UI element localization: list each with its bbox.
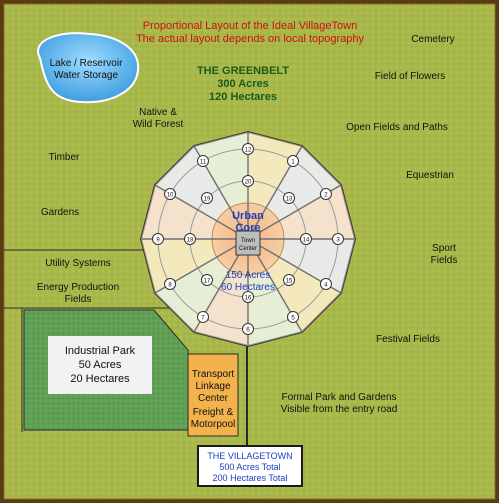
- outer-node-label-4: 4: [324, 283, 328, 289]
- villagetown-box: [197, 445, 303, 487]
- festival-fields-label: Festival Fields: [376, 334, 440, 345]
- villagetown-title: THE VILLAGETOWN: [207, 451, 292, 461]
- lake-label-1: Lake / Reservoir: [50, 58, 123, 69]
- transport-label-1: Transport: [192, 369, 235, 380]
- outer-node-label-11: 11: [200, 160, 207, 166]
- cemetery-label: Cemetery: [411, 34, 454, 45]
- outer-node-label-9: 9: [156, 238, 160, 244]
- industrial-park-label-3: 20 Hectares: [70, 373, 130, 385]
- outer-node-circle-9: [152, 233, 164, 245]
- industrial-park-label-1: Industrial Park: [65, 345, 136, 357]
- equestrian-label: Equestrian: [406, 170, 454, 181]
- freight-label-1: Freight &: [193, 407, 234, 418]
- town-center-label-2: Center: [239, 246, 257, 252]
- transport-label-2: Linkage: [195, 381, 230, 392]
- lake-shape: [37, 32, 140, 104]
- outer-node-label-2: 2: [324, 193, 328, 199]
- inner-node-circle-15: [283, 274, 296, 287]
- outer-node-label-3: 3: [336, 238, 340, 244]
- inner-node-label-19: 19: [204, 196, 211, 202]
- inner-node-label-18: 18: [187, 238, 194, 244]
- greenbelt-acres: 300 Acres: [217, 78, 269, 90]
- urban-core-label-1: Urban: [232, 210, 264, 222]
- inner-node-label-20: 20: [245, 180, 252, 186]
- town-center-box: [235, 230, 261, 256]
- freight-label-2: Motorpool: [191, 419, 235, 430]
- inner-node-circle-18: [184, 233, 196, 245]
- villagetown-hectares: 200 Hectares Total: [213, 473, 288, 483]
- timber-label: Timber: [49, 152, 80, 163]
- outer-node-circle-10: [164, 188, 177, 200]
- outer-node-circle-5: [287, 310, 299, 323]
- outer-node-label-10: 10: [167, 193, 174, 199]
- outer-node-circle-3: [332, 233, 344, 245]
- inner-node-label-17: 17: [204, 279, 211, 285]
- energy-production-label-1: Energy Production: [37, 282, 119, 293]
- inner-node-circle-19: [200, 191, 213, 204]
- inner-node-circle-13: [283, 191, 296, 204]
- inner-node-label-14: 14: [303, 238, 310, 244]
- outer-node-label-1: 1: [291, 160, 295, 166]
- town-center-label-1: Town: [241, 238, 255, 244]
- formal-park-label-1: Formal Park and Gardens: [281, 392, 396, 403]
- outer-node-circle-2: [319, 188, 332, 200]
- outer-node-circle-12: [242, 143, 254, 155]
- inner-node-circle-17: [200, 274, 213, 287]
- lake-label-2: Water Storage: [54, 70, 119, 81]
- formal-park-label-2: Visible from the entry road: [281, 404, 398, 415]
- energy-production-label-2: Fields: [65, 294, 92, 305]
- urban-core-label-2: Core: [235, 222, 260, 234]
- inner-node-circle-14: [300, 233, 312, 245]
- outer-node-label-12: 12: [245, 148, 252, 154]
- outer-node-label-6: 6: [246, 328, 250, 334]
- inner-node-label-13: 13: [286, 196, 293, 202]
- outer-node-label-5: 5: [291, 315, 295, 321]
- outer-node-label-7: 7: [201, 315, 205, 321]
- villagetown-acres: 500 Acres Total: [219, 462, 280, 472]
- core-hectares-label: 60 Hectares: [221, 282, 275, 293]
- inner-node-circle-20: [242, 175, 254, 187]
- greenbelt-title: THE GREENBELT: [197, 65, 289, 77]
- field-of-flowers-label: Field of Flowers: [375, 71, 446, 82]
- outer-node-circle-11: [197, 155, 209, 168]
- outer-node-label-8: 8: [168, 283, 172, 289]
- header-line-1: Proportional Layout of the Ideal Village…: [143, 20, 357, 32]
- gardens-label: Gardens: [41, 207, 79, 218]
- sport-fields-label-1: Sport: [432, 243, 456, 254]
- outer-node-circle-6: [242, 323, 254, 335]
- industrial-park-label-box: [48, 336, 152, 394]
- outer-node-circle-7: [197, 310, 209, 323]
- inner-node-label-15: 15: [286, 279, 293, 285]
- industrial-park-label-2: 50 Acres: [79, 359, 122, 371]
- outer-node-circle-4: [319, 278, 332, 290]
- utility-systems-label: Utility Systems: [45, 258, 111, 269]
- inner-node-circle-16: [242, 291, 254, 303]
- outer-node-circle-1: [287, 155, 299, 168]
- sport-fields-label-2: Fields: [431, 255, 458, 266]
- open-fields-label: Open Fields and Paths: [346, 122, 448, 133]
- header-line-2: The actual layout depends on local topog…: [136, 33, 365, 45]
- transport-label-3: Center: [198, 393, 229, 404]
- outer-node-circle-8: [164, 278, 177, 290]
- greenbelt-hectares: 120 Hectares: [209, 91, 277, 103]
- native-forest-label-2: Wild Forest: [133, 119, 184, 130]
- transport-linkage-area: [187, 353, 239, 437]
- inner-node-label-16: 16: [245, 296, 252, 302]
- native-forest-label-1: Native &: [139, 107, 177, 118]
- core-acres-label: 150 Acres: [226, 270, 270, 281]
